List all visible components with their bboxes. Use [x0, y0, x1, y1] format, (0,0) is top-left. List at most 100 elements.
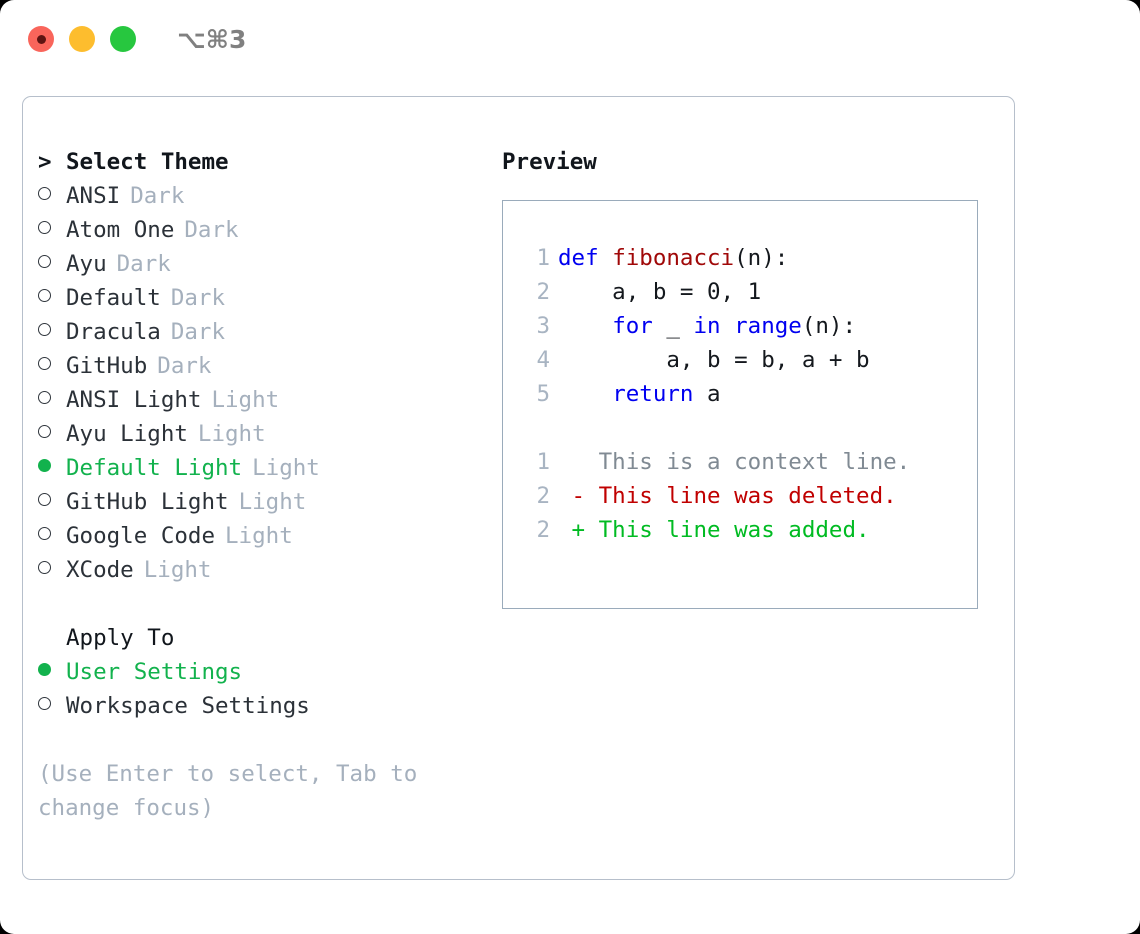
radio-marker	[38, 553, 66, 587]
minimize-button[interactable]	[69, 26, 95, 52]
theme-item-label: Dracula	[66, 319, 161, 345]
keyboard-shortcut-label: ⌥⌘3	[177, 24, 247, 54]
code-token: _	[652, 313, 694, 339]
apply-to-marker-spacer	[38, 621, 66, 655]
code-token: (n):	[801, 313, 857, 339]
theme-category-label: Light	[252, 455, 320, 481]
code-token: def	[558, 245, 599, 271]
theme-item-label: ANSI	[66, 183, 121, 209]
theme-item-5[interactable]: GitHub Dark	[38, 349, 478, 383]
code-token: a	[693, 381, 721, 407]
radio-marker	[38, 485, 66, 519]
maximize-button[interactable]	[110, 26, 136, 52]
radio-unselected-icon	[38, 561, 51, 574]
radio-marker	[38, 179, 66, 213]
diff-prefix-del: -	[558, 483, 586, 509]
apply-to-item-0[interactable]: User Settings	[38, 655, 478, 689]
diff-sample: 1 This is a context line. 2 - This line w…	[520, 445, 977, 547]
radio-marker	[38, 451, 66, 485]
radio-unselected-icon	[38, 187, 51, 200]
theme-item-label: Ayu	[66, 251, 107, 277]
theme-item-label: Atom One	[66, 217, 175, 243]
theme-category-label: Dark	[170, 319, 226, 345]
theme-item-label: Default	[66, 285, 161, 311]
theme-category-label: Light	[238, 489, 307, 515]
prompt-caret-icon: >	[38, 149, 52, 175]
theme-item-9[interactable]: GitHub Light Light	[38, 485, 478, 519]
code-token: in	[693, 313, 721, 339]
code-token: fibonacci	[612, 245, 735, 271]
theme-item-0[interactable]: ANSI Dark	[38, 179, 478, 213]
radio-marker	[38, 247, 66, 281]
radio-marker	[38, 315, 66, 349]
apply-to-heading: Apply To	[38, 621, 478, 655]
theme-category-label: Light	[211, 387, 280, 413]
radio-selected-icon	[38, 459, 51, 472]
code-line-1: 2 a, b = 0, 1	[520, 275, 977, 309]
title-bar: ⌥⌘3	[0, 0, 1140, 78]
code-token: return	[612, 381, 694, 407]
apply-to-heading-label: Apply To	[66, 625, 175, 651]
theme-item-label: GitHub Light	[66, 489, 229, 515]
theme-item-3[interactable]: Default Dark	[38, 281, 478, 315]
close-button[interactable]	[28, 26, 54, 52]
radio-selected-icon	[38, 663, 51, 676]
theme-item-2[interactable]: Ayu Dark	[38, 247, 478, 281]
radio-unselected-icon	[38, 357, 51, 370]
apply-to-item-label: User Settings	[66, 659, 243, 685]
code-diff-separator	[520, 411, 977, 445]
radio-unselected-icon	[38, 493, 51, 506]
recording-indicator-icon	[36, 34, 46, 44]
radio-marker	[38, 689, 66, 723]
theme-item-label: Default Light	[66, 455, 243, 481]
code-line-number: 3	[536, 313, 550, 339]
theme-item-4[interactable]: Dracula Dark	[38, 315, 478, 349]
code-line-2: 3 for _ in range(n):	[520, 309, 977, 343]
diff-line-0: 1 This is a context line.	[520, 445, 977, 479]
diff-line-number: 2	[536, 517, 550, 543]
diff-line-number: 1	[536, 449, 550, 475]
apply-to-item-1[interactable]: Workspace Settings	[38, 689, 478, 723]
code-token	[558, 381, 612, 407]
theme-item-label: Ayu Light	[66, 421, 188, 447]
theme-category-label: Dark	[130, 183, 185, 209]
diff-line-2: 2 + This line was added.	[520, 513, 977, 547]
code-line-number: 2	[536, 279, 550, 305]
diff-text: This line was deleted.	[585, 483, 897, 509]
theme-category-label: Dark	[170, 285, 226, 311]
code-line-number: 5	[536, 381, 550, 407]
radio-marker	[38, 349, 66, 383]
radio-marker	[38, 417, 66, 451]
radio-marker	[38, 655, 66, 689]
radio-unselected-icon	[38, 221, 51, 234]
radio-unselected-icon	[38, 323, 51, 336]
radio-unselected-icon	[38, 527, 51, 540]
theme-item-label: GitHub	[66, 353, 148, 379]
diff-prefix-ctx	[558, 449, 585, 475]
theme-category-label: Dark	[157, 353, 212, 379]
theme-item-8[interactable]: Default Light Light	[38, 451, 478, 485]
code-token: a, b = b, a + b	[558, 347, 870, 373]
code-line-number: 4	[536, 347, 550, 373]
code-token	[721, 313, 735, 339]
diff-line-number: 2	[536, 483, 550, 509]
radio-marker	[38, 213, 66, 247]
diff-text: This line was added.	[585, 517, 870, 543]
code-line-3: 4 a, b = b, a + b	[520, 343, 977, 377]
theme-picker-heading: > Select Theme	[38, 145, 478, 179]
theme-category-label: Dark	[116, 251, 171, 277]
radio-marker	[38, 281, 66, 315]
radio-marker	[38, 383, 66, 417]
